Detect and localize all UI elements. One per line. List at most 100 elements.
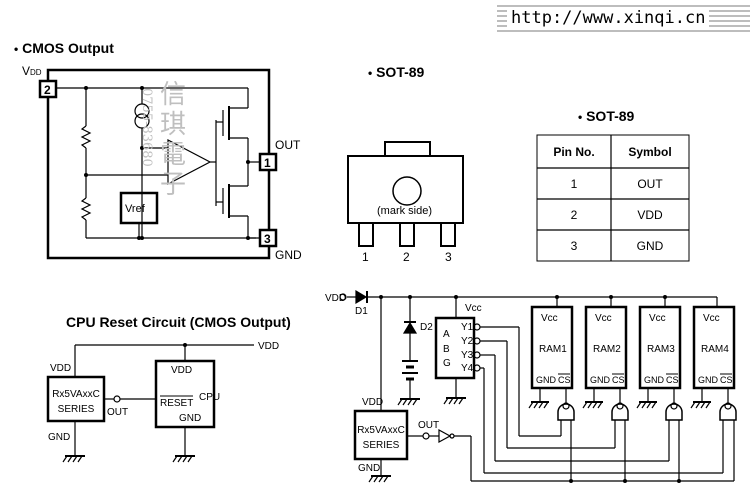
nand-gate-3 xyxy=(665,403,683,421)
nand-gate-1 xyxy=(557,403,575,421)
decoder-output-y2: Y2 xyxy=(461,336,474,347)
decoder-input-b: B xyxy=(443,344,450,355)
ram-vdd-label: VDD xyxy=(325,293,346,304)
sot89-package-drawing xyxy=(347,141,464,247)
ram-ic-series: SERIES xyxy=(363,440,400,451)
table-row-symbol: VDD xyxy=(637,208,663,222)
out-node xyxy=(113,395,121,403)
cmos-ic-outline xyxy=(46,68,271,260)
cpu-label: CPU xyxy=(199,392,220,403)
package-lead-3 xyxy=(440,222,456,247)
ram4-box xyxy=(692,305,736,390)
ram-out-label: OUT xyxy=(418,420,439,431)
divider-resistor-top xyxy=(80,125,92,149)
pin-2-box xyxy=(38,79,58,99)
package-lead-2 xyxy=(399,222,415,247)
decoder-output-y4: Y4 xyxy=(461,363,474,374)
ram1-name: RAM1 xyxy=(539,344,567,355)
cmos-pin-3: 3 xyxy=(264,232,271,246)
sot89-package-title: • SOT-89 xyxy=(368,64,425,80)
mark-circle xyxy=(392,176,422,206)
cmos-pin-1: 1 xyxy=(264,156,271,170)
ram1-box xyxy=(530,305,574,390)
cmos-vdd-label: VDD xyxy=(22,64,42,78)
cmos-pin-2: 2 xyxy=(44,83,51,97)
cpu-reset-circuit xyxy=(46,343,254,463)
sot89-table-title-text: SOT-89 xyxy=(586,108,635,124)
ram-ic-gnd-label: GND xyxy=(358,463,380,474)
pin-3-box xyxy=(258,228,278,248)
table-header-symbol: Symbol xyxy=(628,145,671,159)
pin-table xyxy=(536,134,690,262)
ram2-gnd: GND xyxy=(590,375,611,385)
decoder-output-y1: Y1 xyxy=(461,322,474,333)
decoder-input-a: A xyxy=(443,329,450,340)
decoder-vcc-label: Vcc xyxy=(465,303,482,314)
nand-gate-2 xyxy=(611,403,629,421)
ram3-name: RAM3 xyxy=(647,344,675,355)
cpu-ic-series: SERIES xyxy=(58,404,95,415)
cpu-reset-title: CPU Reset Circuit (CMOS Output) xyxy=(66,314,291,330)
cmos-output-title-text: CMOS Output xyxy=(22,40,114,56)
cpu-ic-name: Rx5VAxxC xyxy=(52,389,100,400)
cpu-gnd-label: GND xyxy=(179,413,201,424)
sot89-table-title: • SOT-89 xyxy=(578,108,635,124)
pin-1-box xyxy=(258,152,278,172)
package-pin-1: 1 xyxy=(362,250,369,264)
ram-ic-name: Rx5VAxxC xyxy=(357,425,405,436)
ram2-name: RAM2 xyxy=(593,344,621,355)
nand-gate-4 xyxy=(719,403,737,421)
ram2-cs: CS xyxy=(612,375,625,385)
vdd-input-node xyxy=(339,293,347,301)
table-row-pin: 2 xyxy=(571,208,578,222)
decoder-output-y3: Y3 xyxy=(461,350,474,361)
ram3-vcc: Vcc xyxy=(649,313,666,324)
url-banner: http://www.xinqi.cn xyxy=(497,4,750,32)
cpu-reset-title-text: CPU Reset Circuit (CMOS Output) xyxy=(66,314,291,330)
d1-label: D1 xyxy=(355,306,368,317)
cpu-vdd-top-label: VDD xyxy=(258,341,279,352)
table-row-symbol: OUT xyxy=(637,177,663,191)
ram4-gnd: GND xyxy=(698,375,719,385)
ram4-cs: CS xyxy=(720,375,733,385)
vref-label: Vref xyxy=(125,203,146,215)
package-lead-1 xyxy=(358,222,374,247)
ram1-gnd: GND xyxy=(536,375,557,385)
ram1-cs: CS xyxy=(558,375,571,385)
table-row-pin: 3 xyxy=(571,239,578,253)
comparator xyxy=(167,139,212,185)
cmos-gnd-label: GND xyxy=(275,248,302,262)
ram-ic-vdd-label: VDD xyxy=(362,397,383,408)
diode-d2 xyxy=(402,321,418,334)
cpu-ic-gnd-label: GND xyxy=(48,432,70,443)
cmos-output-title: • CMOS Output xyxy=(14,40,114,56)
ram3-cs: CS xyxy=(666,375,679,385)
ram4-vcc: Vcc xyxy=(703,313,720,324)
ram-backup-circuit xyxy=(339,289,737,483)
cmos-block-diagram xyxy=(38,68,278,260)
ram4-name: RAM4 xyxy=(701,344,729,355)
d2-label: D2 xyxy=(420,322,433,333)
cpu-reset-label: RESET xyxy=(160,398,193,409)
ram3-box xyxy=(638,305,682,390)
ram2-vcc: Vcc xyxy=(595,313,612,324)
mark-side-label: (mark side) xyxy=(377,205,432,217)
cpu-ic-vdd-label: VDD xyxy=(50,363,71,374)
cmos-out-label: OUT xyxy=(275,138,301,152)
cpu-out-label: OUT xyxy=(107,407,128,418)
ram1-vcc: Vcc xyxy=(541,313,558,324)
table-row-symbol: GND xyxy=(637,239,664,253)
table-row-pin: 1 xyxy=(571,177,578,191)
decoder-input-g: G xyxy=(443,358,451,369)
package-pin-2: 2 xyxy=(403,250,410,264)
sot89-package-title-text: SOT-89 xyxy=(376,64,425,80)
ram2-box xyxy=(584,305,628,390)
cpu-box-vdd-label: VDD xyxy=(171,365,192,376)
table-header-pin: Pin No. xyxy=(553,145,594,159)
diode-d1 xyxy=(355,289,368,305)
ram3-gnd: GND xyxy=(644,375,665,385)
current-source xyxy=(134,103,150,119)
site-url: http://www.xinqi.cn xyxy=(507,7,710,29)
package-pin-3: 3 xyxy=(445,250,452,264)
